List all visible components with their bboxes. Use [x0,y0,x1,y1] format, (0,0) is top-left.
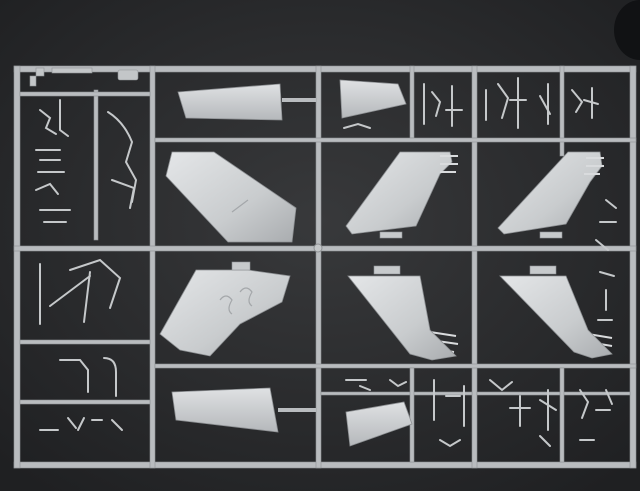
small-detail-parts [35,77,617,448]
panel-top-left [177,83,283,121]
panel-bottom-left [171,387,279,433]
corner-shadow [614,0,640,60]
sprue-center-hub [313,243,323,253]
fin-row2-left [159,269,291,357]
panel-gate [282,98,316,102]
sprue-frame [13,65,637,469]
sprue-tabs [29,67,139,87]
fin-row2-right [499,275,613,359]
fin-engraving [219,199,253,315]
fin-row2-center [347,275,457,361]
fin-row1-center [345,151,453,235]
fin-row1-right [497,151,603,235]
small-part-top [339,79,407,119]
panel-gate-2 [278,408,316,412]
fin-tabs [231,231,563,275]
small-part-bottom [345,401,413,447]
fin-row1-left [165,151,297,243]
